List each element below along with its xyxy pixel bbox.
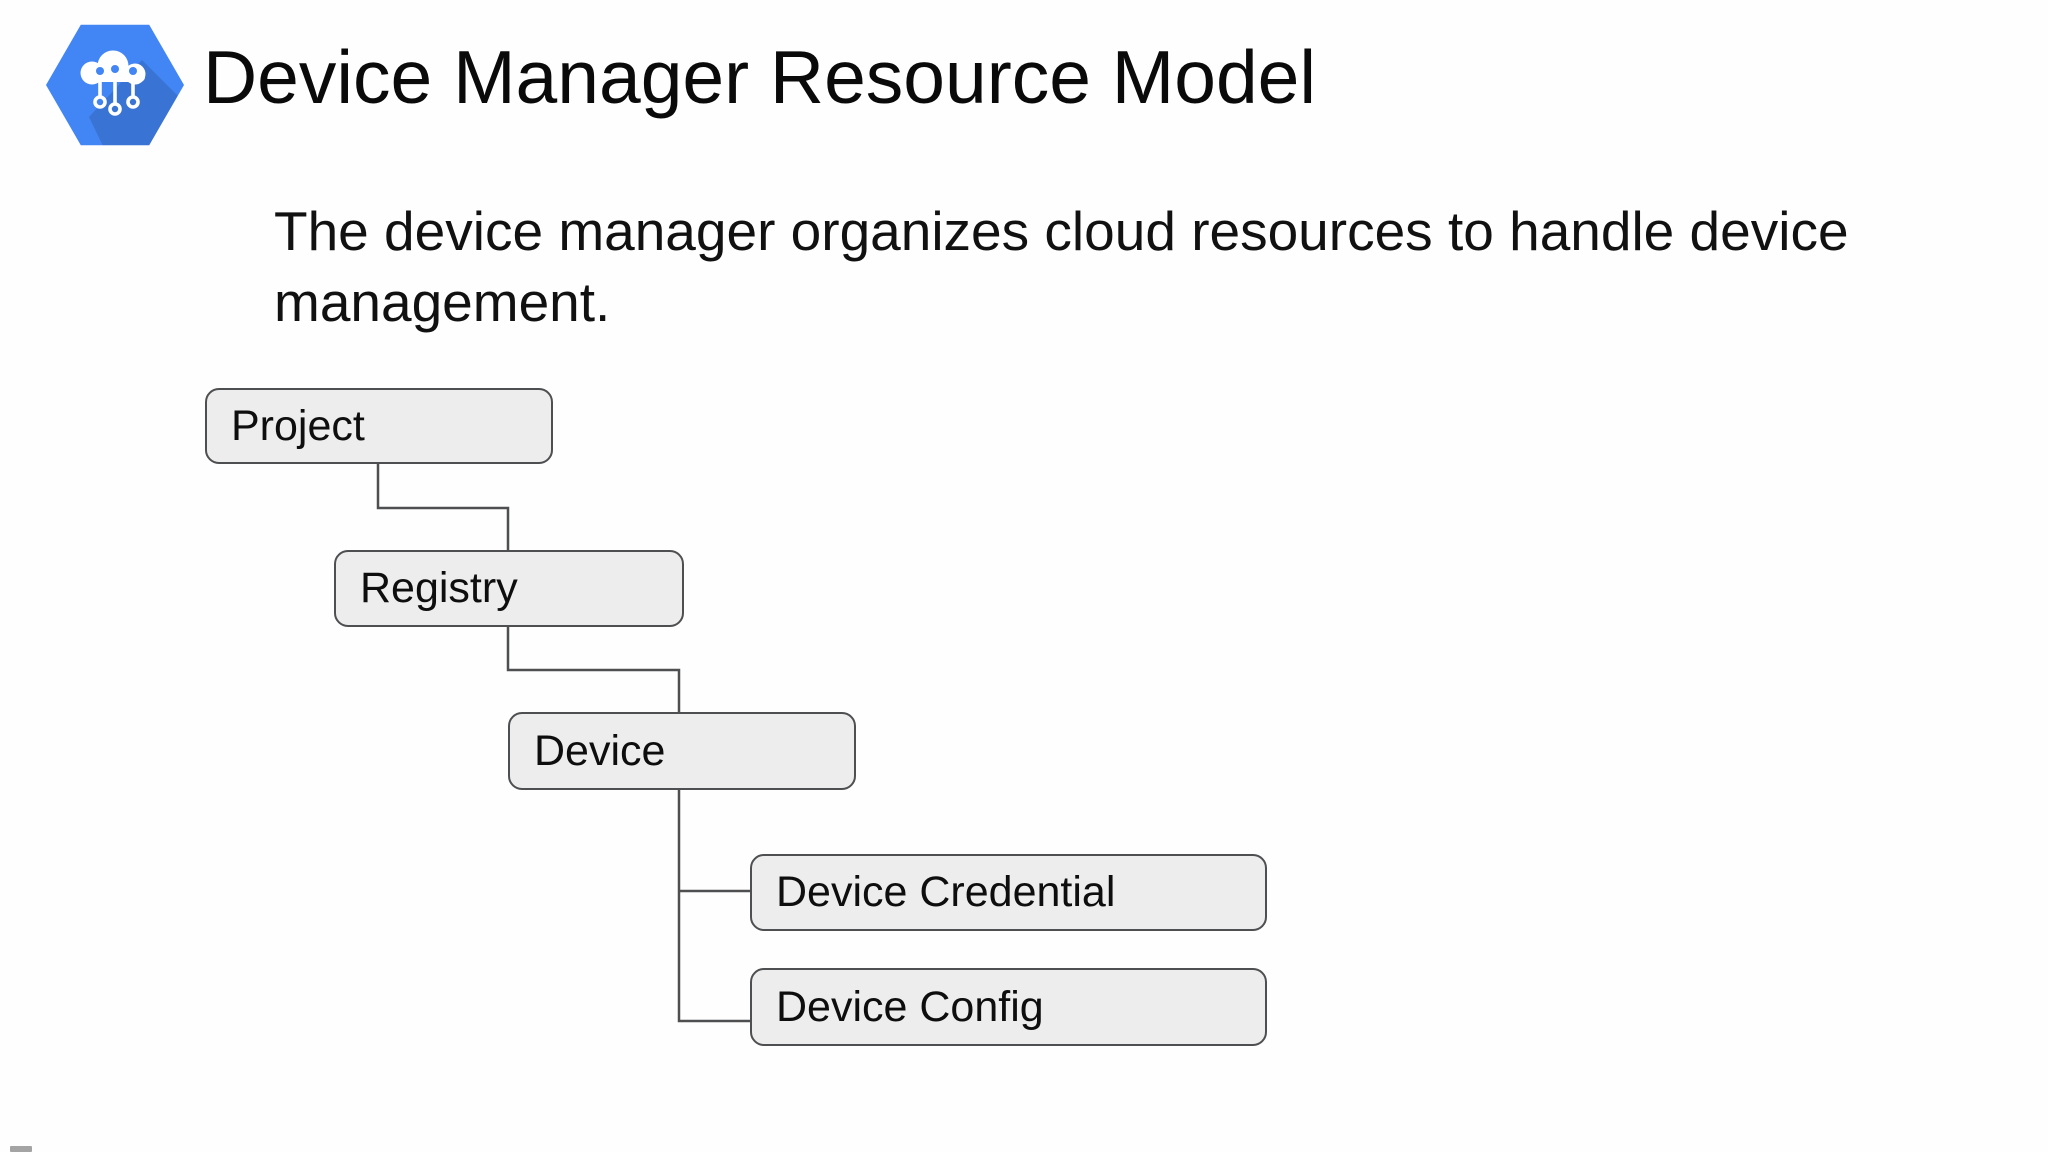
node-label: Project	[231, 401, 365, 450]
intro-line-1: The device manager organizes cloud resou…	[274, 200, 1849, 262]
intro-line-2: management.	[274, 271, 611, 333]
cloud-circuit-glyph	[80, 50, 146, 116]
connector-project-to-registry	[376, 464, 510, 550]
node-label: Device Credential	[776, 868, 1116, 916]
cloud-iot-core-icon	[46, 24, 184, 146]
node-device: Device	[508, 712, 856, 790]
node-device-credential: Device Credential	[750, 854, 1267, 931]
node-project: Project	[205, 388, 553, 464]
page-title: Device Manager Resource Model	[203, 35, 1317, 119]
node-registry: Registry	[334, 550, 684, 627]
intro-text: The device manager organizes cloud resou…	[274, 196, 1849, 338]
node-device-config: Device Config	[750, 968, 1267, 1046]
node-label: Device	[534, 726, 666, 775]
node-label: Registry	[360, 564, 518, 612]
connector-registry-to-device	[506, 627, 681, 712]
connector-device-to-device-config	[677, 790, 750, 1023]
screen-edge-artifact	[10, 1146, 32, 1152]
node-label: Device Config	[776, 982, 1044, 1031]
